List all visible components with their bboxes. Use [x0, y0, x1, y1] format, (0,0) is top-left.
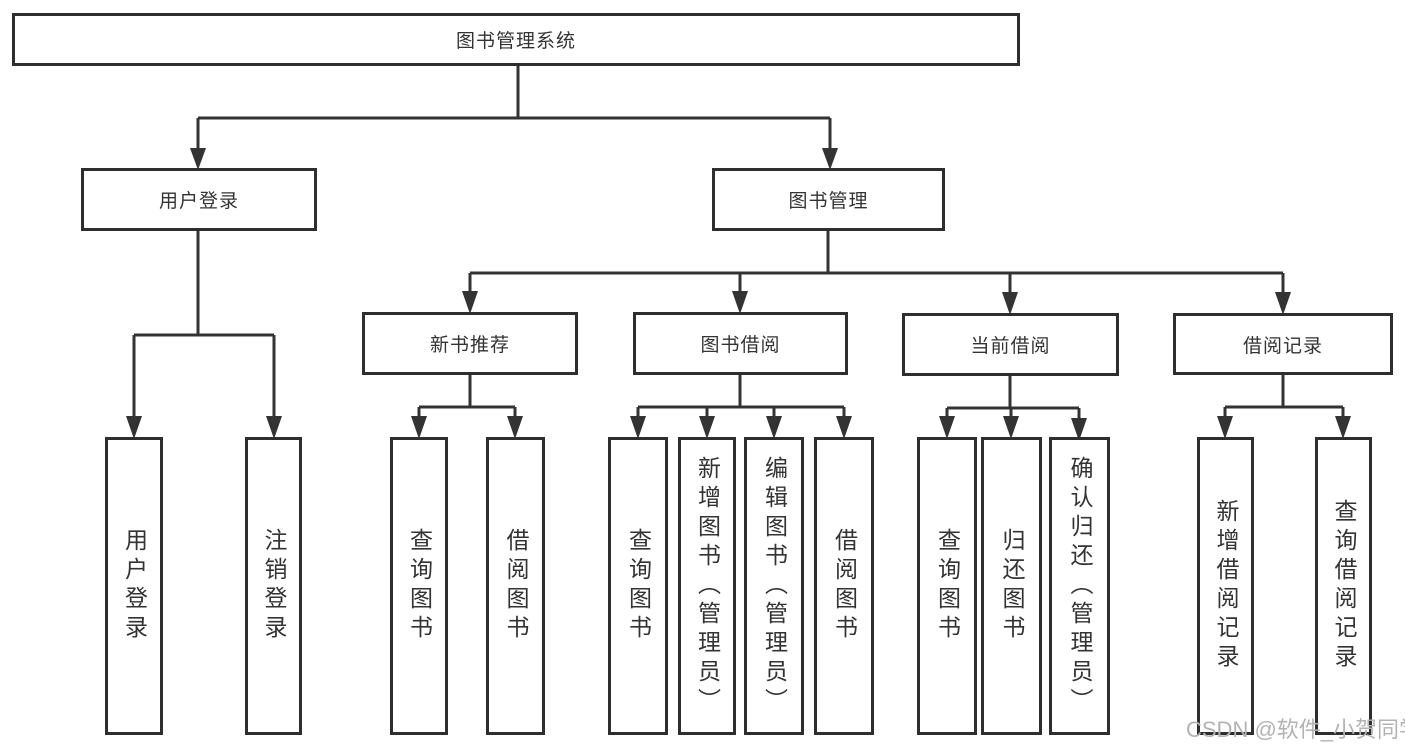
- leaf-confirm-return-admin-label: 确认归还（管理员）: [1067, 455, 1093, 717]
- node-library-system-label: 图书管理系统: [455, 31, 576, 52]
- leaf-query-books-borrow: 查询图书: [608, 437, 668, 735]
- leaf-add-borrow-record: 新增借阅记录: [1197, 437, 1254, 735]
- node-new-book-recommend-label: 新书推荐: [429, 335, 510, 356]
- leaf-add-borrow-record-label: 新增借阅记录: [1213, 499, 1239, 673]
- leaf-borrow-books: 借阅图书: [814, 437, 874, 735]
- leaf-query-books-current-label: 查询图书: [934, 528, 961, 644]
- node-current-borrowing-label: 当前借阅: [970, 336, 1051, 357]
- leaf-return-book: 归还图书: [981, 437, 1042, 735]
- leaf-query-borrow-record-label: 查询借阅记录: [1331, 499, 1357, 673]
- leaf-confirm-return-admin: 确认归还（管理员）: [1049, 437, 1110, 735]
- leaf-query-books-newbook-label: 查询图书: [406, 528, 433, 644]
- leaf-borrow-books-label: 借阅图书: [831, 528, 858, 644]
- arrowheads: [126, 148, 1351, 441]
- node-user-login-label: 用户登录: [158, 191, 239, 212]
- node-book-management-label: 图书管理: [788, 191, 869, 212]
- node-new-book-recommend: 新书推荐: [362, 312, 578, 375]
- leaf-query-borrow-record: 查询借阅记录: [1315, 437, 1372, 735]
- leaf-edit-book-admin-label: 编辑图书（管理员）: [761, 455, 788, 717]
- leaf-edit-book-admin: 编辑图书（管理员）: [744, 437, 804, 735]
- node-library-system: 图书管理系统: [12, 13, 1020, 66]
- csdn-watermark: CSDN @软件_小贺同学: [1186, 717, 1405, 742]
- node-book-management: 图书管理: [712, 168, 945, 231]
- node-book-borrowing: 图书借阅: [633, 312, 848, 375]
- leaf-query-books-current: 查询图书: [917, 437, 977, 735]
- node-user-login: 用户登录: [81, 168, 317, 231]
- leaf-borrow-books-newbook-label: 借阅图书: [503, 528, 529, 644]
- leaf-user-login: 用户登录: [105, 437, 163, 735]
- leaf-return-book-label: 归还图书: [999, 528, 1025, 644]
- leaf-query-books-newbook: 查询图书: [390, 437, 448, 735]
- leaf-logout: 注销登录: [245, 437, 302, 735]
- leaf-logout-label: 注销登录: [261, 528, 287, 644]
- node-borrowing-records-label: 借阅记录: [1242, 335, 1323, 357]
- node-current-borrowing: 当前借阅: [902, 313, 1119, 376]
- node-borrowing-records: 借阅记录: [1173, 313, 1393, 375]
- leaf-borrow-books-newbook: 借阅图书: [486, 437, 545, 735]
- leaf-user-login-label: 用户登录: [121, 528, 148, 644]
- leaf-add-book-admin-label: 新增图书（管理员）: [694, 455, 721, 717]
- leaf-query-books-borrow-label: 查询图书: [625, 528, 652, 644]
- node-book-borrowing-label: 图书借阅: [700, 335, 781, 356]
- leaf-add-book-admin: 新增图书（管理员）: [678, 437, 736, 735]
